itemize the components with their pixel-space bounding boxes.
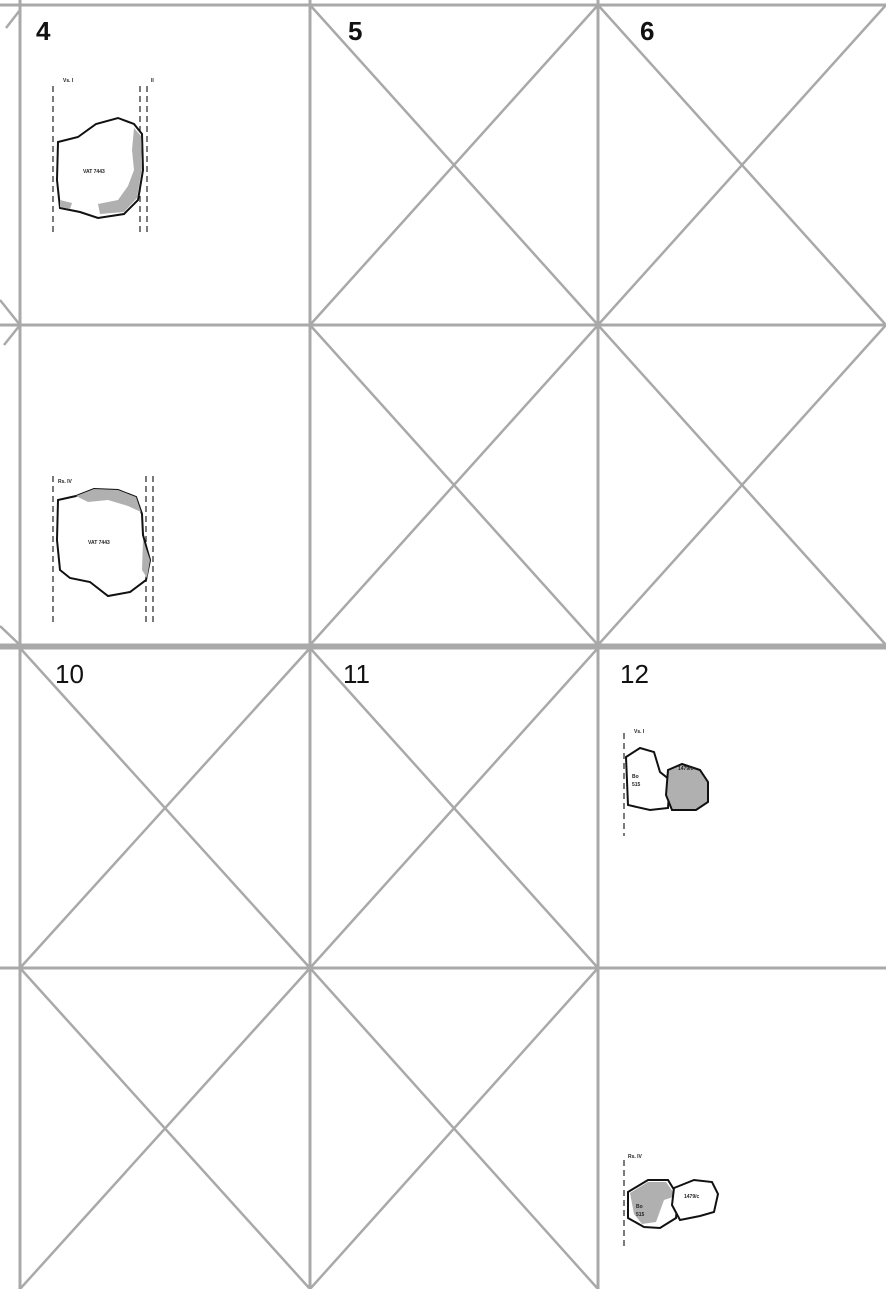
fragment-a-number: 515 bbox=[636, 1212, 645, 1218]
x-mark-edge-2 bbox=[6, 10, 20, 28]
panel-number-4: 4 bbox=[36, 16, 51, 46]
side-label: Vs. I bbox=[63, 78, 74, 84]
panel-number-10: 10 bbox=[55, 659, 84, 689]
panel-4-reverse-drawing: Rs. IV VAT 7443 bbox=[53, 476, 153, 626]
fragment-b-label: 1479/c bbox=[684, 1194, 700, 1200]
panel-number-5: 5 bbox=[348, 16, 362, 46]
side-label: Rs. IV bbox=[58, 479, 73, 485]
fragment-a-label: Bo bbox=[632, 774, 639, 780]
panel-12-obverse-drawing: Vs. I Bo 515 1479/c bbox=[624, 729, 708, 836]
side-label: Rs. IV bbox=[628, 1154, 643, 1160]
x-mark-edge-1 bbox=[0, 300, 20, 325]
side-label: Vs. I bbox=[634, 729, 645, 735]
x-mark-edge-4 bbox=[0, 626, 20, 645]
x-mark-edge-3 bbox=[4, 325, 20, 345]
fragment-a-label: Bo bbox=[636, 1204, 643, 1210]
edge-label: II bbox=[151, 78, 154, 84]
panel-number-11: 11 bbox=[343, 659, 370, 689]
panel-12-reverse-drawing: Rs. IV Bo 515 1479/c bbox=[624, 1154, 718, 1250]
fragment-1479c-outline bbox=[672, 1180, 718, 1220]
panel-4-obverse-drawing: Vs. I II VAT 7443 bbox=[53, 78, 154, 232]
fragment-a-number: 515 bbox=[632, 782, 641, 788]
fragment-b-label: 1479/c bbox=[678, 766, 694, 772]
panel-number-6: 6 bbox=[640, 16, 654, 46]
fragment-label: VAT 7443 bbox=[88, 540, 110, 546]
panel-number-12: 12 bbox=[620, 659, 649, 689]
fragment-label: VAT 7443 bbox=[83, 169, 105, 175]
